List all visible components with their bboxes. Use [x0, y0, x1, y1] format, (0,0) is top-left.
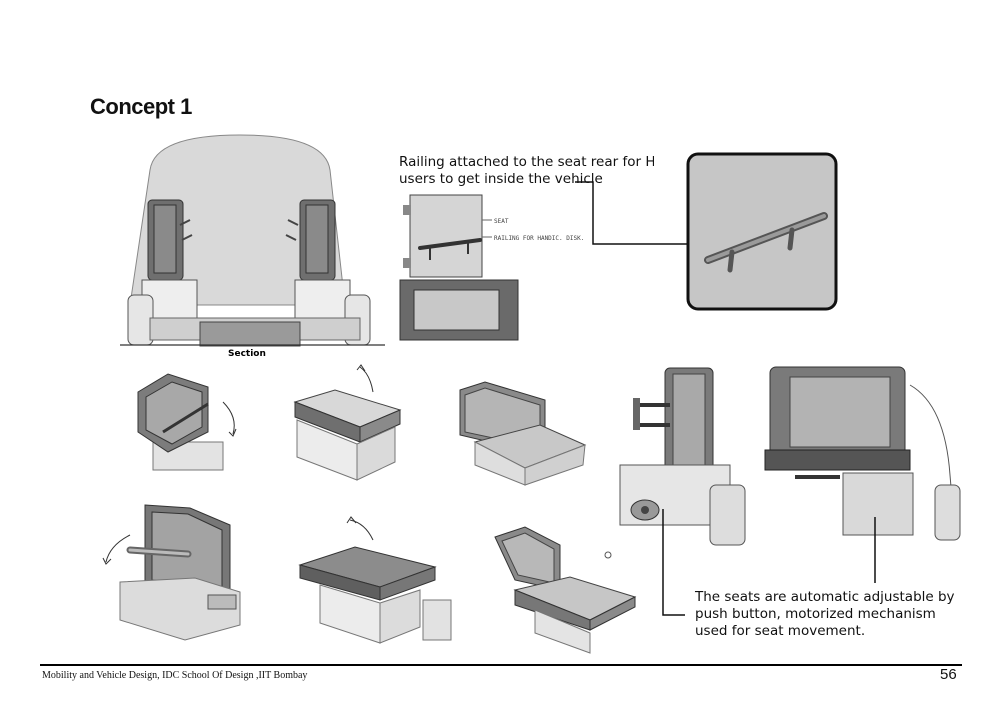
motorized-seat-front-sketch	[764, 366, 961, 541]
railing-note-line-1: Railing attached to the seat rear for Ha…	[399, 154, 654, 170]
railing-note: Railing attached to the seat rear for Ha…	[399, 154, 654, 188]
page-number: 56	[940, 666, 957, 683]
seats-note-line-2: push button, motorized mechanism	[695, 606, 936, 622]
seat-fold-sketch-4	[298, 516, 452, 644]
rotate-arrow-icon	[356, 364, 366, 372]
seat-fold-sketch-1	[137, 373, 237, 471]
footer-divider	[40, 664, 962, 666]
seat-railing-sketch: SEAT RAILING FOR HANDIC. DISK.	[399, 194, 584, 341]
seat-fold-sketch-2	[293, 364, 402, 481]
rotate-arrow-icon	[346, 516, 357, 524]
seats-note-line-1: The seats are automatic adjustable by	[695, 589, 955, 605]
railing-note-line-2: users to get inside the vehicle	[399, 171, 603, 187]
seats-note: The seats are automatic adjustable by pu…	[695, 589, 955, 640]
footer-text: Mobility and Vehicle Design, IDC School …	[42, 670, 308, 681]
rotate-arrow-icon	[102, 557, 112, 565]
railing-leader-line	[575, 181, 689, 245]
handwritten-railing-label: RAILING FOR HANDIC. DISK.	[494, 235, 584, 242]
railing-closeup-sketch	[686, 152, 838, 311]
section-label: Section	[228, 349, 266, 359]
page-title: Concept 1	[90, 94, 192, 119]
rotate-arrow-icon	[228, 428, 237, 437]
handwritten-seat-label: SEAT	[494, 218, 509, 225]
seat-open-sketch	[494, 526, 637, 654]
seats-note-line-3: used for seat movement.	[695, 623, 866, 639]
motorized-seat-side-sketch	[619, 367, 746, 546]
vehicle-section-sketch	[120, 134, 385, 347]
seat-fold-sketch-3	[102, 504, 241, 641]
seat-bench-sketch	[459, 381, 587, 486]
seats-leader-line	[662, 509, 876, 616]
